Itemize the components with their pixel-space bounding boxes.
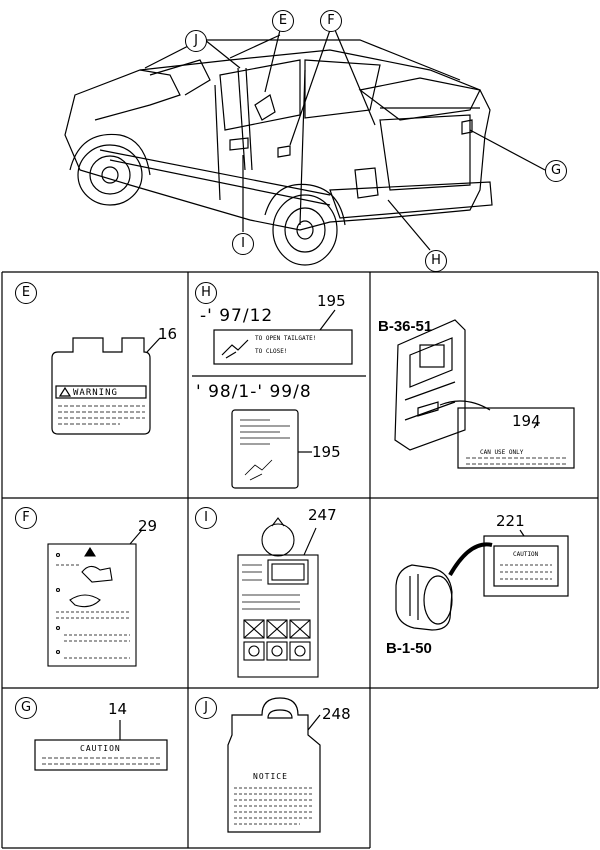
panel-j-callout: J: [195, 697, 217, 719]
filler-cap-caution-label: CAUTION: [513, 551, 539, 558]
can-use-only-label: CAN USE ONLY: [480, 449, 524, 456]
callout-f-top: F: [320, 10, 342, 32]
callout-i-top: I: [232, 233, 254, 255]
panel-h-date-range-2: ' 98/1-' 99/8: [196, 382, 312, 402]
panel-i-callout: I: [195, 507, 217, 529]
panel-ref-b-36-51: B-36-51: [378, 318, 433, 335]
panel-h-date-range-1: -' 97/12: [200, 306, 274, 326]
panel-b1-part-number: 221: [496, 512, 525, 530]
panel-e-callout: E: [15, 282, 37, 304]
panel-b36-part-number: 194: [512, 412, 541, 430]
panel-ref-b-1-50: B-1-50: [386, 640, 432, 657]
panel-h-part-number-1: 195: [317, 292, 346, 310]
panel-g-callout: G: [15, 697, 37, 719]
callout-j-top: J: [185, 30, 207, 52]
warning-label-text: WARNING: [73, 388, 118, 398]
panel-g-part-number: 14: [108, 700, 128, 718]
caution-label-text: CAUTION: [80, 744, 121, 753]
panel-h-part-number-2: 195: [312, 443, 341, 461]
callout-g-top: G: [545, 160, 567, 182]
panel-e-part-number: 16: [158, 325, 178, 343]
panel-j-part-number: 248: [322, 705, 351, 723]
tailgate-label-line-2: TO CLOSE!: [255, 348, 288, 355]
panel-i-part-number: 247: [308, 506, 337, 524]
panel-h-callout: H: [195, 282, 217, 304]
panel-f-callout: F: [15, 507, 37, 529]
notice-label-text: NOTICE: [253, 772, 288, 781]
panel-f-part-number: 29: [138, 517, 158, 535]
callout-e-top: E: [272, 10, 294, 32]
tailgate-label-line-1: TO OPEN TAILGATE!: [255, 335, 317, 342]
